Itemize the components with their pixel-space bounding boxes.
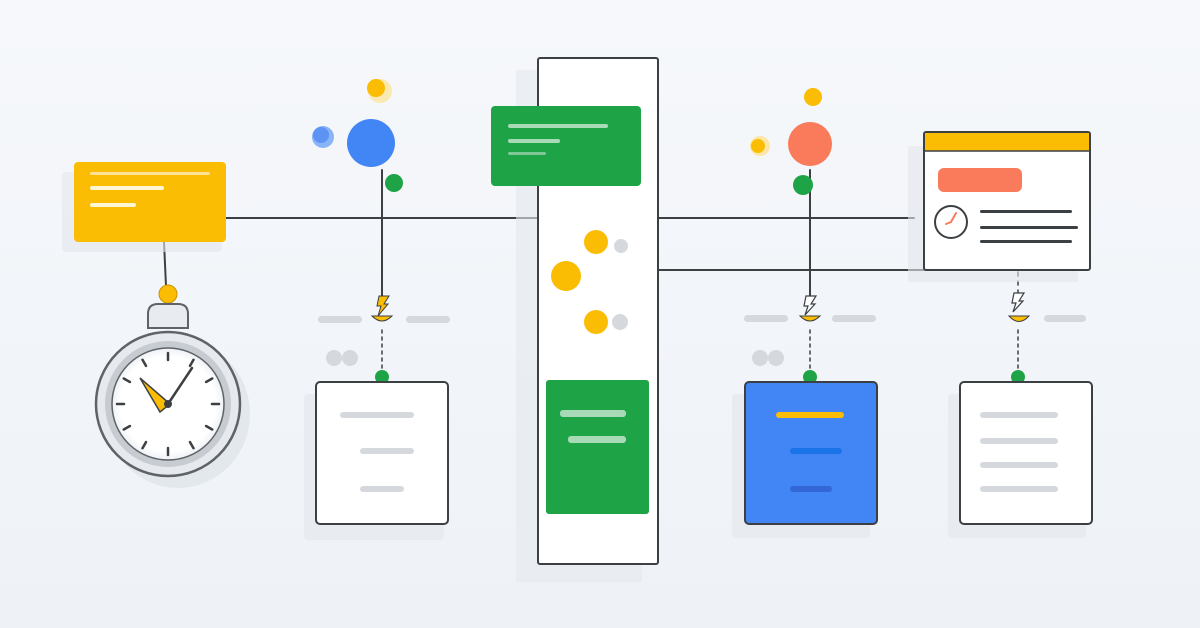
doc-step-4-line-4 bbox=[980, 486, 1058, 492]
stopwatch-knob bbox=[158, 284, 178, 304]
trigger-card-line-2 bbox=[90, 186, 164, 190]
stopwatch-tick bbox=[188, 358, 195, 368]
central-bottom-card-line-2 bbox=[568, 436, 626, 443]
stopwatch-tick bbox=[188, 440, 195, 450]
dot-gray-central-1 bbox=[614, 239, 628, 253]
dot-red bbox=[788, 122, 832, 166]
schedule-window-titlebar bbox=[925, 133, 1089, 151]
doc-step-3 bbox=[732, 370, 878, 538]
schedule-window-line-3 bbox=[980, 240, 1072, 243]
doc-step-1 bbox=[304, 370, 449, 540]
lightning-trigger-icon bbox=[1007, 292, 1031, 322]
doc-step-1-line-3 bbox=[360, 486, 404, 492]
trigger-card-line-1 bbox=[90, 172, 210, 175]
doc-step-3-line-1 bbox=[776, 412, 844, 418]
dot-yellow-central-1 bbox=[584, 230, 608, 254]
schedule-window-red-pill bbox=[938, 168, 1022, 192]
lightning-trigger-icon bbox=[370, 295, 394, 322]
stopwatch-tick bbox=[204, 377, 214, 384]
schedule-window-line-2 bbox=[980, 226, 1078, 229]
stopwatch-tick bbox=[141, 358, 148, 368]
stopwatch-tick bbox=[204, 424, 214, 431]
doc-step-4-clip bbox=[1011, 370, 1025, 384]
lightning-trigger-icon bbox=[798, 295, 822, 322]
dot-yellow-central-2 bbox=[551, 261, 581, 291]
central-bottom-card-line-1 bbox=[560, 410, 626, 417]
dot-yellow-top-1-inner bbox=[367, 79, 385, 97]
placeholder-dashes-1 bbox=[318, 316, 450, 366]
doc-step-3-clip bbox=[803, 370, 817, 384]
doc-step-1-clip bbox=[375, 370, 389, 384]
doc-step-3-line-2 bbox=[790, 448, 842, 454]
trigger-card-line-3 bbox=[90, 203, 136, 207]
doc-step-1-line-1 bbox=[340, 412, 414, 418]
central-top-card-line-3 bbox=[508, 152, 546, 155]
central-top-card-line-2 bbox=[508, 139, 560, 143]
central-top-card bbox=[491, 106, 641, 186]
stopwatch-ticks bbox=[115, 351, 221, 457]
central-top-card-line-1 bbox=[508, 124, 608, 128]
dot-green-1 bbox=[385, 174, 403, 192]
stopwatch-tick bbox=[141, 440, 148, 450]
placeholder-dashes-4 bbox=[1044, 315, 1086, 322]
dot-green-2 bbox=[793, 175, 813, 195]
dot-gray-central-2 bbox=[612, 314, 628, 330]
doc-step-3-line-3 bbox=[790, 486, 832, 492]
stopwatch-icon bbox=[94, 284, 250, 488]
schedule-window bbox=[908, 131, 1091, 282]
doc-step-4 bbox=[948, 370, 1093, 538]
doc-step-4-line-3 bbox=[980, 462, 1058, 468]
dot-yellow-side-inner bbox=[751, 139, 765, 153]
trigger-card bbox=[62, 162, 226, 252]
schedule-window-line-1 bbox=[980, 210, 1072, 213]
central-dots bbox=[551, 230, 628, 334]
doc-step-1-line-2 bbox=[360, 448, 414, 454]
dot-blue-small-inner bbox=[313, 127, 329, 143]
doc-step-4-line-1 bbox=[980, 412, 1058, 418]
dot-blue-large bbox=[347, 119, 395, 167]
doc-step-4-line-2 bbox=[980, 438, 1058, 444]
stopwatch-hand-long bbox=[166, 366, 194, 406]
placeholder-dashes-3 bbox=[744, 315, 876, 366]
stopwatch-tick bbox=[122, 377, 132, 384]
central-bottom-card bbox=[546, 380, 649, 514]
stopwatch-tick bbox=[122, 424, 132, 431]
mini-clock-icon bbox=[934, 205, 968, 239]
dot-yellow-central-3 bbox=[584, 310, 608, 334]
stopwatch-hand-yellow bbox=[139, 377, 172, 414]
dot-cluster-blue bbox=[312, 79, 403, 192]
dot-cluster-red bbox=[750, 88, 832, 195]
dot-yellow-top-2 bbox=[804, 88, 822, 106]
